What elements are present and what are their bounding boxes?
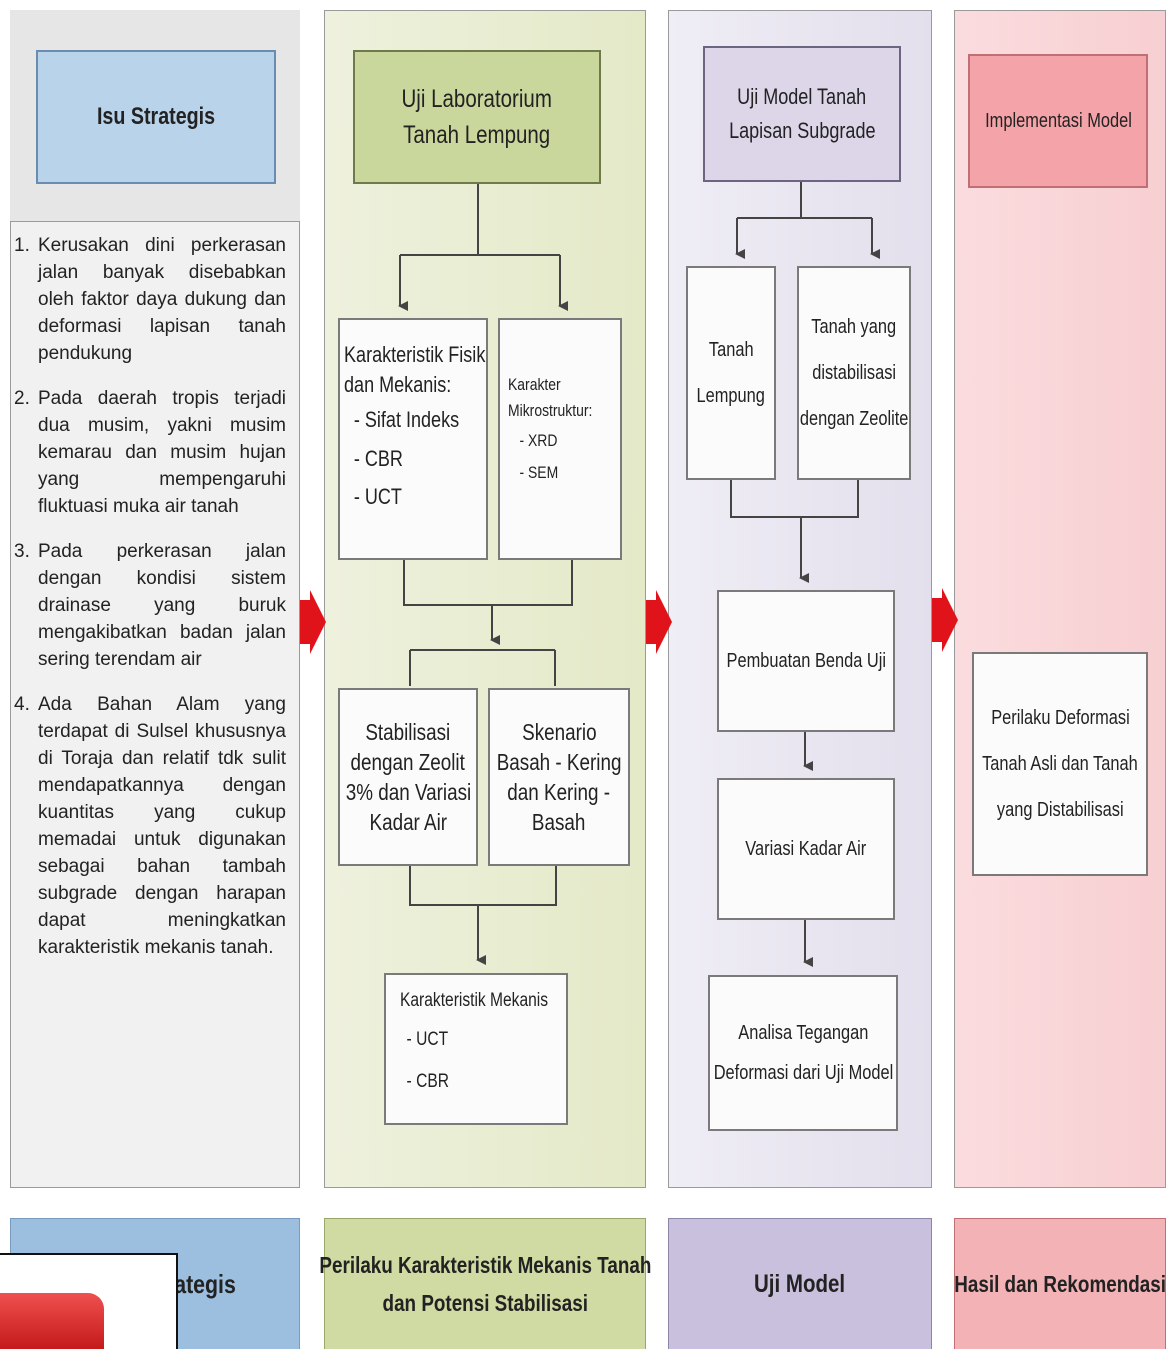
document-badge-icon xyxy=(0,1293,104,1349)
issue-item: 2. Pada daerah tropis terjadi dua musim,… xyxy=(14,388,286,517)
issue-list: 1. Kerusakan dini perkerasan jalan banya… xyxy=(14,232,286,961)
lab-header-box: Uji Laboratorium Tanah Lempung xyxy=(353,50,601,184)
physical-mechanical-box: Karakteristik Fisik dan Mekanis: - Sifat… xyxy=(338,318,488,560)
footer-results-recommendations: Hasil dan Rekomendasi xyxy=(954,1218,1166,1349)
footer-model-test: Uji Model xyxy=(668,1218,932,1349)
footer-mechanical-behavior: Perilaku Karakteristik Mekanis Tanah dan… xyxy=(319,1218,651,1349)
connector-line xyxy=(409,866,557,906)
zeolite-stabilized-box: Tanah yang distabilisasi dengan Zeolite xyxy=(797,266,911,480)
specimen-preparation-box: Pembuatan Benda Uji xyxy=(717,590,895,732)
next-stage-arrow-icon xyxy=(932,588,958,652)
issue-item: 3. Pada perkerasan jalan dengan kondisi … xyxy=(14,541,286,670)
water-content-variation-box: Variasi Kadar Air xyxy=(717,778,895,920)
strategic-header-box: Isu Strategis xyxy=(36,50,276,184)
stress-deformation-analysis-box: Analisa Tegangan Deformasi dari Uji Mode… xyxy=(708,975,898,1131)
microstructure-box: Karakter Mikrostruktur: - XRD - SEM xyxy=(498,318,622,560)
stabilization-box: Stabilisasi dengan Zeolit 3% dan Variasi… xyxy=(338,688,478,866)
scenario-box: Skenario Basah - Kering dan Kering - Bas… xyxy=(488,688,630,866)
issue-item: 1. Kerusakan dini perkerasan jalan banya… xyxy=(14,235,286,364)
connector-line xyxy=(730,480,859,518)
strategic-issue-list: 1. Kerusakan dini perkerasan jalan banya… xyxy=(14,232,286,1182)
model-header-box: Uji Model Tanah Lapisan Subgrade xyxy=(703,46,901,182)
strategic-header-title: Isu Strategis xyxy=(96,103,216,130)
clay-soil-box: Tanah Lempung xyxy=(686,266,776,480)
connector-line xyxy=(403,560,573,606)
impl-column xyxy=(954,10,1166,1188)
next-stage-arrow-icon xyxy=(646,590,672,654)
mechanical-characteristic-box: Karakteristik Mekanis - UCT - CBR xyxy=(384,973,568,1125)
issue-item: 4. Ada Bahan Alam yang terdapat di Sulse… xyxy=(14,694,286,958)
impl-header-box: Implementasi Model xyxy=(968,54,1148,188)
next-stage-arrow-icon xyxy=(300,590,326,654)
deformation-behavior-box: Perilaku Deformasi Tanah Asli dan Tanah … xyxy=(972,652,1148,876)
